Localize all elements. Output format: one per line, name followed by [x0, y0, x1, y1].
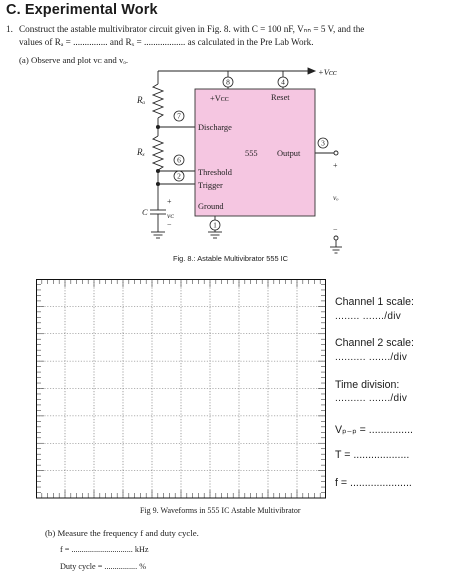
instruction-line-2: values of Rₐ = ............... and Rₓ = … — [19, 37, 314, 47]
pin-label-reset: Reset — [271, 93, 290, 102]
frequency-field: f = ..................... — [335, 477, 412, 489]
channel2-scale-value: .......... ......./div — [335, 352, 408, 363]
part-a-text: (a) Observe and plot vᴄ and vₒ. — [19, 55, 129, 65]
vo-label: vₒ — [333, 193, 338, 202]
instruction-line-1: Construct the astable multivibrator circ… — [19, 24, 365, 34]
section-title: C. Experimental Work — [6, 2, 158, 18]
vc-plus: + — [167, 197, 172, 206]
pin-label-discharge: Discharge — [198, 123, 232, 132]
ra-resistor — [151, 83, 165, 119]
vc-label: vᴄ — [167, 211, 174, 220]
pin-label-trigger: Trigger — [198, 181, 223, 190]
part-b-duty-line: Duty cycle = ................ % — [60, 562, 147, 571]
fig8-caption: Fig. 8.: Astable Multivibrator 555 IC — [173, 254, 289, 263]
item-number: 1. — [6, 24, 13, 34]
pin-label-vcc: +Vᴄᴄ — [210, 94, 229, 103]
pin-number-7: 7 — [177, 112, 181, 121]
pin-number-8: 8 — [226, 78, 230, 87]
pin-label-ground: Ground — [198, 202, 224, 211]
pin-number-1: 1 — [213, 221, 217, 230]
pin-number-2: 2 — [177, 172, 181, 181]
vo-plus: + — [333, 161, 338, 170]
part-b-frequency-line: f = .............................. kHz — [60, 545, 149, 554]
pin-number-3: 3 — [321, 139, 325, 148]
period-field: T = ................... — [335, 449, 410, 461]
ra-label: Rₐ — [136, 95, 145, 105]
vpp-field: Vₚ₋ₚ = ............... — [335, 424, 413, 436]
capacitor-label: C — [142, 207, 148, 217]
part-b-text: (b) Measure the frequency f and duty cyc… — [45, 528, 199, 538]
channel2-scale-label: Channel 2 scale: — [335, 337, 414, 349]
pin-label-threshold: Threshold — [198, 168, 233, 177]
oscilloscope-grid — [36, 279, 326, 499]
vc-minus: − — [167, 220, 172, 229]
channel1-scale-label: Channel 1 scale: — [335, 296, 414, 308]
time-division-label: Time division: — [335, 379, 400, 391]
vcc-arrow-icon — [307, 67, 317, 75]
vcc-supply-label: +Vᴄᴄ — [318, 67, 337, 77]
pin-number-6: 6 — [177, 156, 181, 165]
chip-name: 555 — [245, 149, 258, 158]
rb-label: Rₓ — [136, 147, 145, 157]
fig9-caption: Fig 9. Waveforms in 555 IC Astable Multi… — [140, 506, 301, 515]
rb-resistor — [151, 135, 165, 171]
pin-label-output: Output — [277, 149, 301, 158]
circuit-diagram: 8 4 7 6 2 1 3 +Vᴄᴄ Reset Discharge 555 O… — [136, 67, 342, 254]
pin-number-4: 4 — [281, 78, 285, 87]
ic-555-chip — [194, 88, 316, 217]
vo-minus: − — [333, 225, 338, 234]
channel1-scale-value: ........ ......./div — [335, 311, 402, 322]
time-division-value: .......... ......./div — [335, 393, 408, 404]
